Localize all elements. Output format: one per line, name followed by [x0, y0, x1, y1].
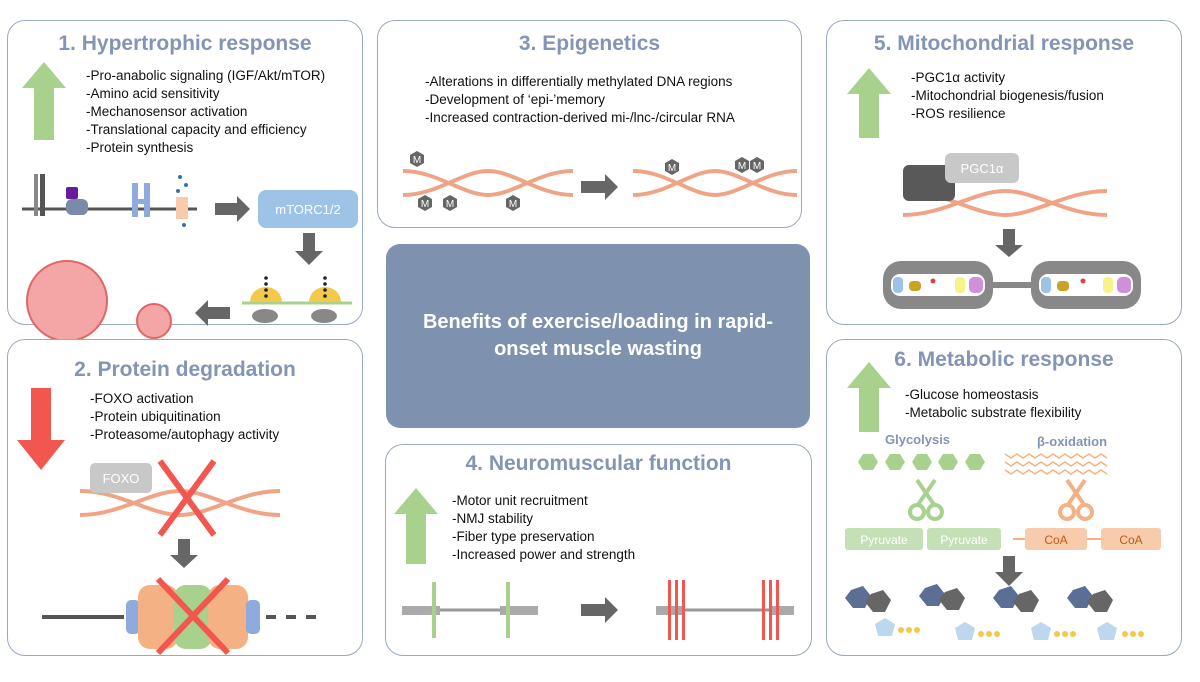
factor-label: FOXO [103, 471, 140, 486]
methyl-label: M [509, 199, 517, 210]
complex-label: mTORC1/2 [275, 202, 341, 217]
degradation-illustration: FOXO [42, 459, 318, 656]
methyl-label: M [668, 163, 676, 174]
panel-metabolic-response: 6. Metabolic response -Glucose homeostas… [826, 339, 1182, 656]
bullet-item: -NMJ stability [452, 511, 534, 526]
bullet-item: -Protein ubiquitination [90, 409, 221, 424]
methylation-illustration: M M M M M M M [401, 151, 799, 211]
down-arrow-icon [17, 388, 65, 470]
sarcomere-illustration [402, 580, 794, 640]
bullet-item: -Proteasome/autophagy activity [90, 427, 280, 442]
up-arrow-icon [22, 62, 66, 140]
bullet-item: -Amino acid sensitivity [86, 86, 220, 101]
beta-oxidation-label: β-oxidation [1037, 434, 1108, 449]
panel-title: 1. Hypertrophic response [58, 32, 312, 55]
bullet-list: -Alterations in differentially methylate… [425, 73, 735, 127]
coa-label: CoA [1044, 533, 1067, 547]
bullet-item: -Translational capacity and efficiency [86, 122, 307, 137]
bullet-list: -Glucose homeostasis -Metabolic substrat… [905, 386, 1081, 422]
panel-title: 2. Protein degradation [74, 358, 296, 381]
bullet-list: -Pro-anabolic signaling (IGF/Akt/mTOR) -… [86, 67, 325, 157]
factor-label: PGC1α [961, 161, 1004, 176]
methyl-label: M [413, 155, 421, 166]
up-arrow-icon [847, 68, 891, 138]
bullet-list: -PGC1α activity -Mitochondrial biogenesi… [911, 69, 1104, 123]
glycolysis-label: Glycolysis [885, 432, 951, 447]
coa-label: CoA [1119, 533, 1142, 547]
bullet-item: -Increased power and strength [452, 547, 636, 562]
panel-title: 6. Metabolic response [894, 348, 1114, 371]
bullet-item: -ROS resilience [911, 106, 1006, 121]
bullet-item: -Fiber type preservation [452, 529, 595, 544]
panel-title: 4. Neuromuscular function [465, 452, 732, 475]
bullet-item: -Mitochondrial biogenesis/fusion [911, 88, 1104, 103]
bullet-item: -Metabolic substrate flexibility [905, 405, 1082, 420]
pyruvate-label: Pyruvate [860, 533, 908, 547]
bullet-list: -Motor unit recruitment -NMJ stability -… [452, 492, 635, 564]
methyl-label: M [421, 199, 429, 210]
panel-epigenetics: 3. Epigenetics -Alterations in different… [377, 20, 802, 228]
panel-hypertrophic-response: 1. Hypertrophic response -Pro-anabolic s… [7, 20, 363, 342]
methyl-label: M [738, 161, 746, 172]
panel-title: 3. Epigenetics [518, 32, 661, 55]
bullet-item: -PGC1α activity [911, 70, 1006, 85]
up-arrow-icon [847, 362, 891, 432]
up-arrow-icon [394, 488, 438, 564]
bullet-item: -Protein synthesis [86, 140, 194, 155]
methyl-label: M [446, 199, 454, 210]
bullet-item: -Motor unit recruitment [452, 493, 588, 508]
pyruvate-label: Pyruvate [940, 533, 988, 547]
panel-neuromuscular-function: 4. Neuromuscular function -Motor unit re… [385, 444, 812, 656]
bullet-item: -FOXO activation [90, 391, 194, 406]
bullet-list: -FOXO activation -Protein ubiquitination… [90, 390, 279, 444]
bullet-item: -Pro-anabolic signaling (IGF/Akt/mTOR) [86, 68, 326, 83]
signaling-illustration: mTORC1/2 [22, 174, 358, 342]
panel-mitochondrial-response: 5. Mitochondrial response -PGC1α activit… [826, 20, 1182, 325]
bullet-item: -Mechanosensor activation [86, 104, 248, 119]
bullet-item: -Glucose homeostasis [905, 387, 1039, 402]
center-title: Benefits of exercise/loading in rapid-on… [386, 244, 810, 428]
mitochondria-illustration: PGC1α [883, 153, 1141, 309]
bullet-item: -Increased contraction-derived mi-/lnc-/… [425, 110, 735, 125]
panel-title: 5. Mitochondrial response [873, 32, 1135, 55]
bullet-item: -Development of ‘epi-’memory [425, 92, 606, 107]
methyl-label: M [753, 161, 761, 172]
panel-protein-degradation: 2. Protein degradation -FOXO activation … [7, 339, 363, 656]
metabolism-illustration: Pyruvate Pyruvate CoA CoA [845, 453, 1161, 640]
bullet-item: -Alterations in differentially methylate… [425, 74, 733, 89]
